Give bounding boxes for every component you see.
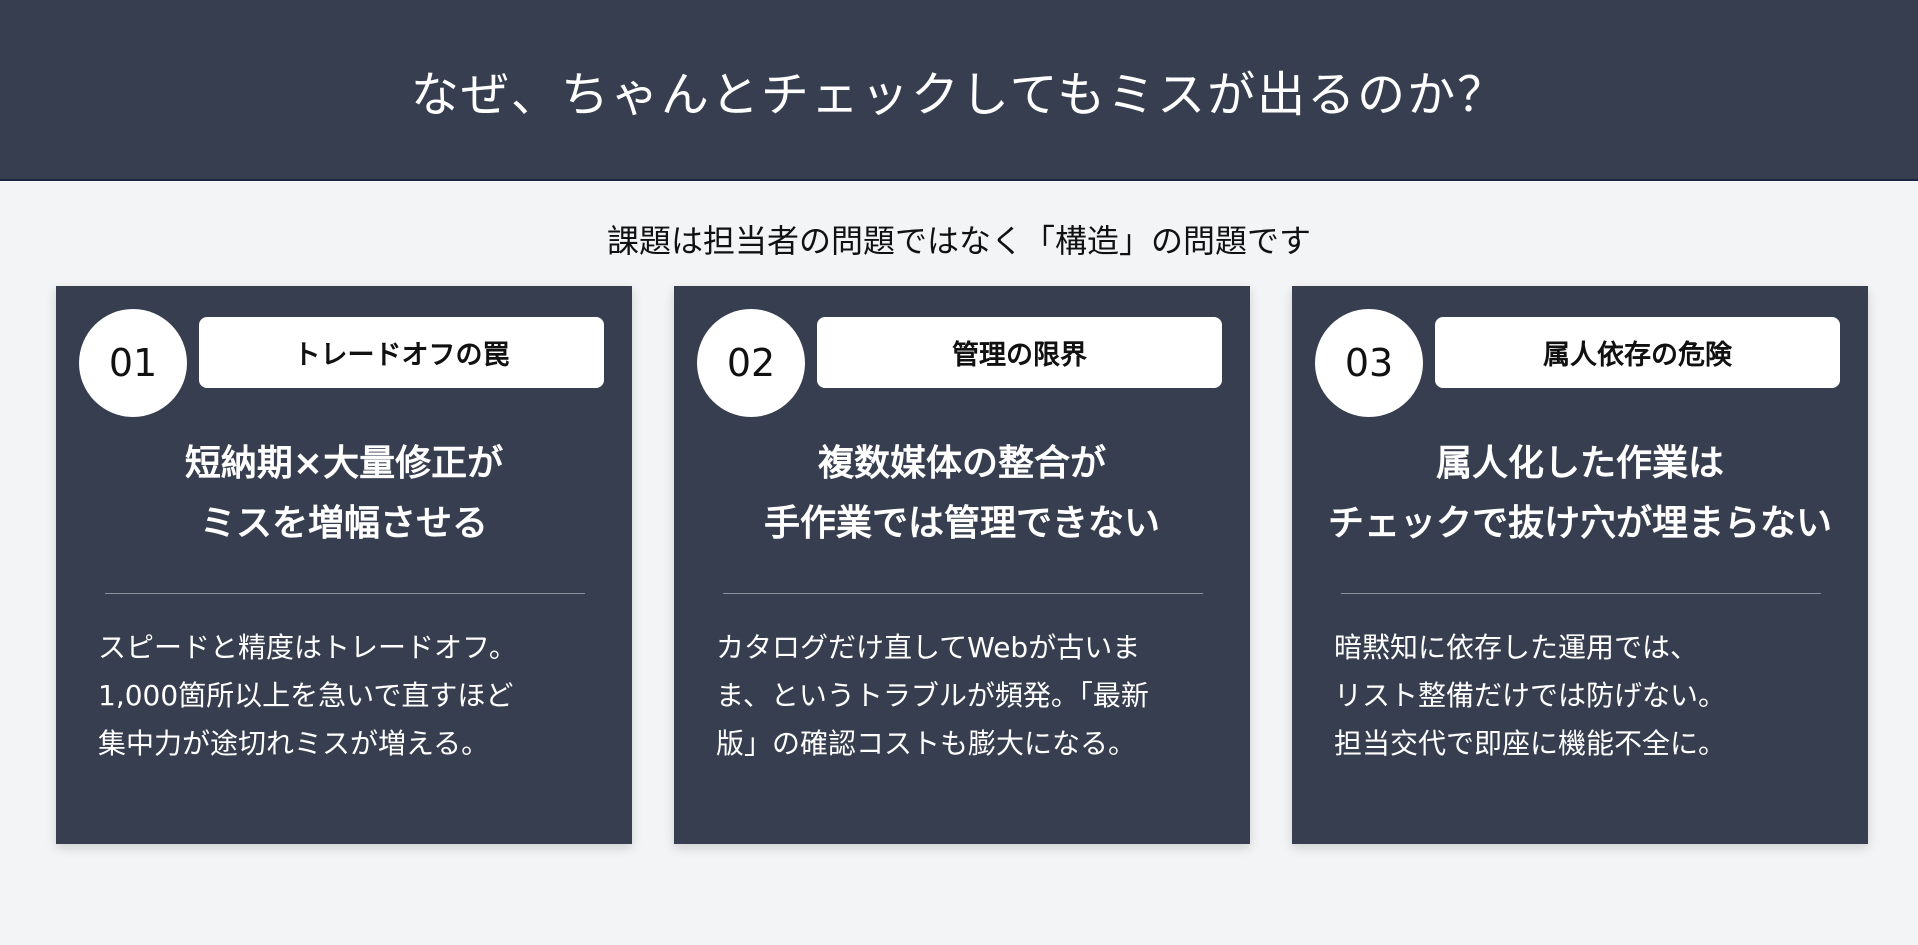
card-label: 属人依存の危険 bbox=[1435, 317, 1840, 388]
card-label: トレードオフの罠 bbox=[199, 317, 604, 388]
card-2: 02 管理の限界 複数媒体の整合が 手作業では管理できない カタログだけ直してW… bbox=[674, 286, 1250, 844]
page-title: なぜ、ちゃんとチェックしてもミスが出るのか？ bbox=[410, 66, 1508, 123]
card-heading: 複数媒体の整合が 手作業では管理できない bbox=[763, 443, 1160, 544]
card-body: 暗黙知に依存した運用では、 リスト整備だけでは防げない。 担当交代で即座に機能不… bbox=[1334, 631, 1727, 760]
card-label: 管理の限界 bbox=[817, 317, 1222, 388]
card-number: 02 bbox=[697, 309, 805, 417]
card-3: 03 属人依存の危険 属人化した作業は チェックで抜け穴が埋まらない 暗黙知に依… bbox=[1292, 286, 1868, 844]
card-1: 01 トレードオフの罠 短納期×大量修正が ミスを増幅させる スピードと精度はト… bbox=[56, 286, 632, 844]
card-body: スピードと精度はトレードオフ。 1,000箇所以上を急いで直すほど 集中力が途切… bbox=[98, 631, 517, 760]
subtitle: 課題は担当者の問題ではなく「構造」の問題です bbox=[606, 222, 1311, 260]
card-body: カタログだけ直してWebが古いま ま、というトラブルが頻発。「最新 版」の確認コ… bbox=[716, 631, 1149, 760]
divider bbox=[723, 593, 1203, 594]
card-number: 03 bbox=[1315, 309, 1423, 417]
divider bbox=[105, 593, 585, 594]
card-number: 01 bbox=[79, 309, 187, 417]
card-heading: 属人化した作業は チェックで抜け穴が埋まらない bbox=[1327, 443, 1832, 544]
card-heading: 短納期×大量修正が ミスを増幅させる bbox=[184, 443, 504, 544]
header: なぜ、ちゃんとチェックしてもミスが出るのか？ bbox=[0, 0, 1918, 181]
divider bbox=[1341, 593, 1821, 594]
